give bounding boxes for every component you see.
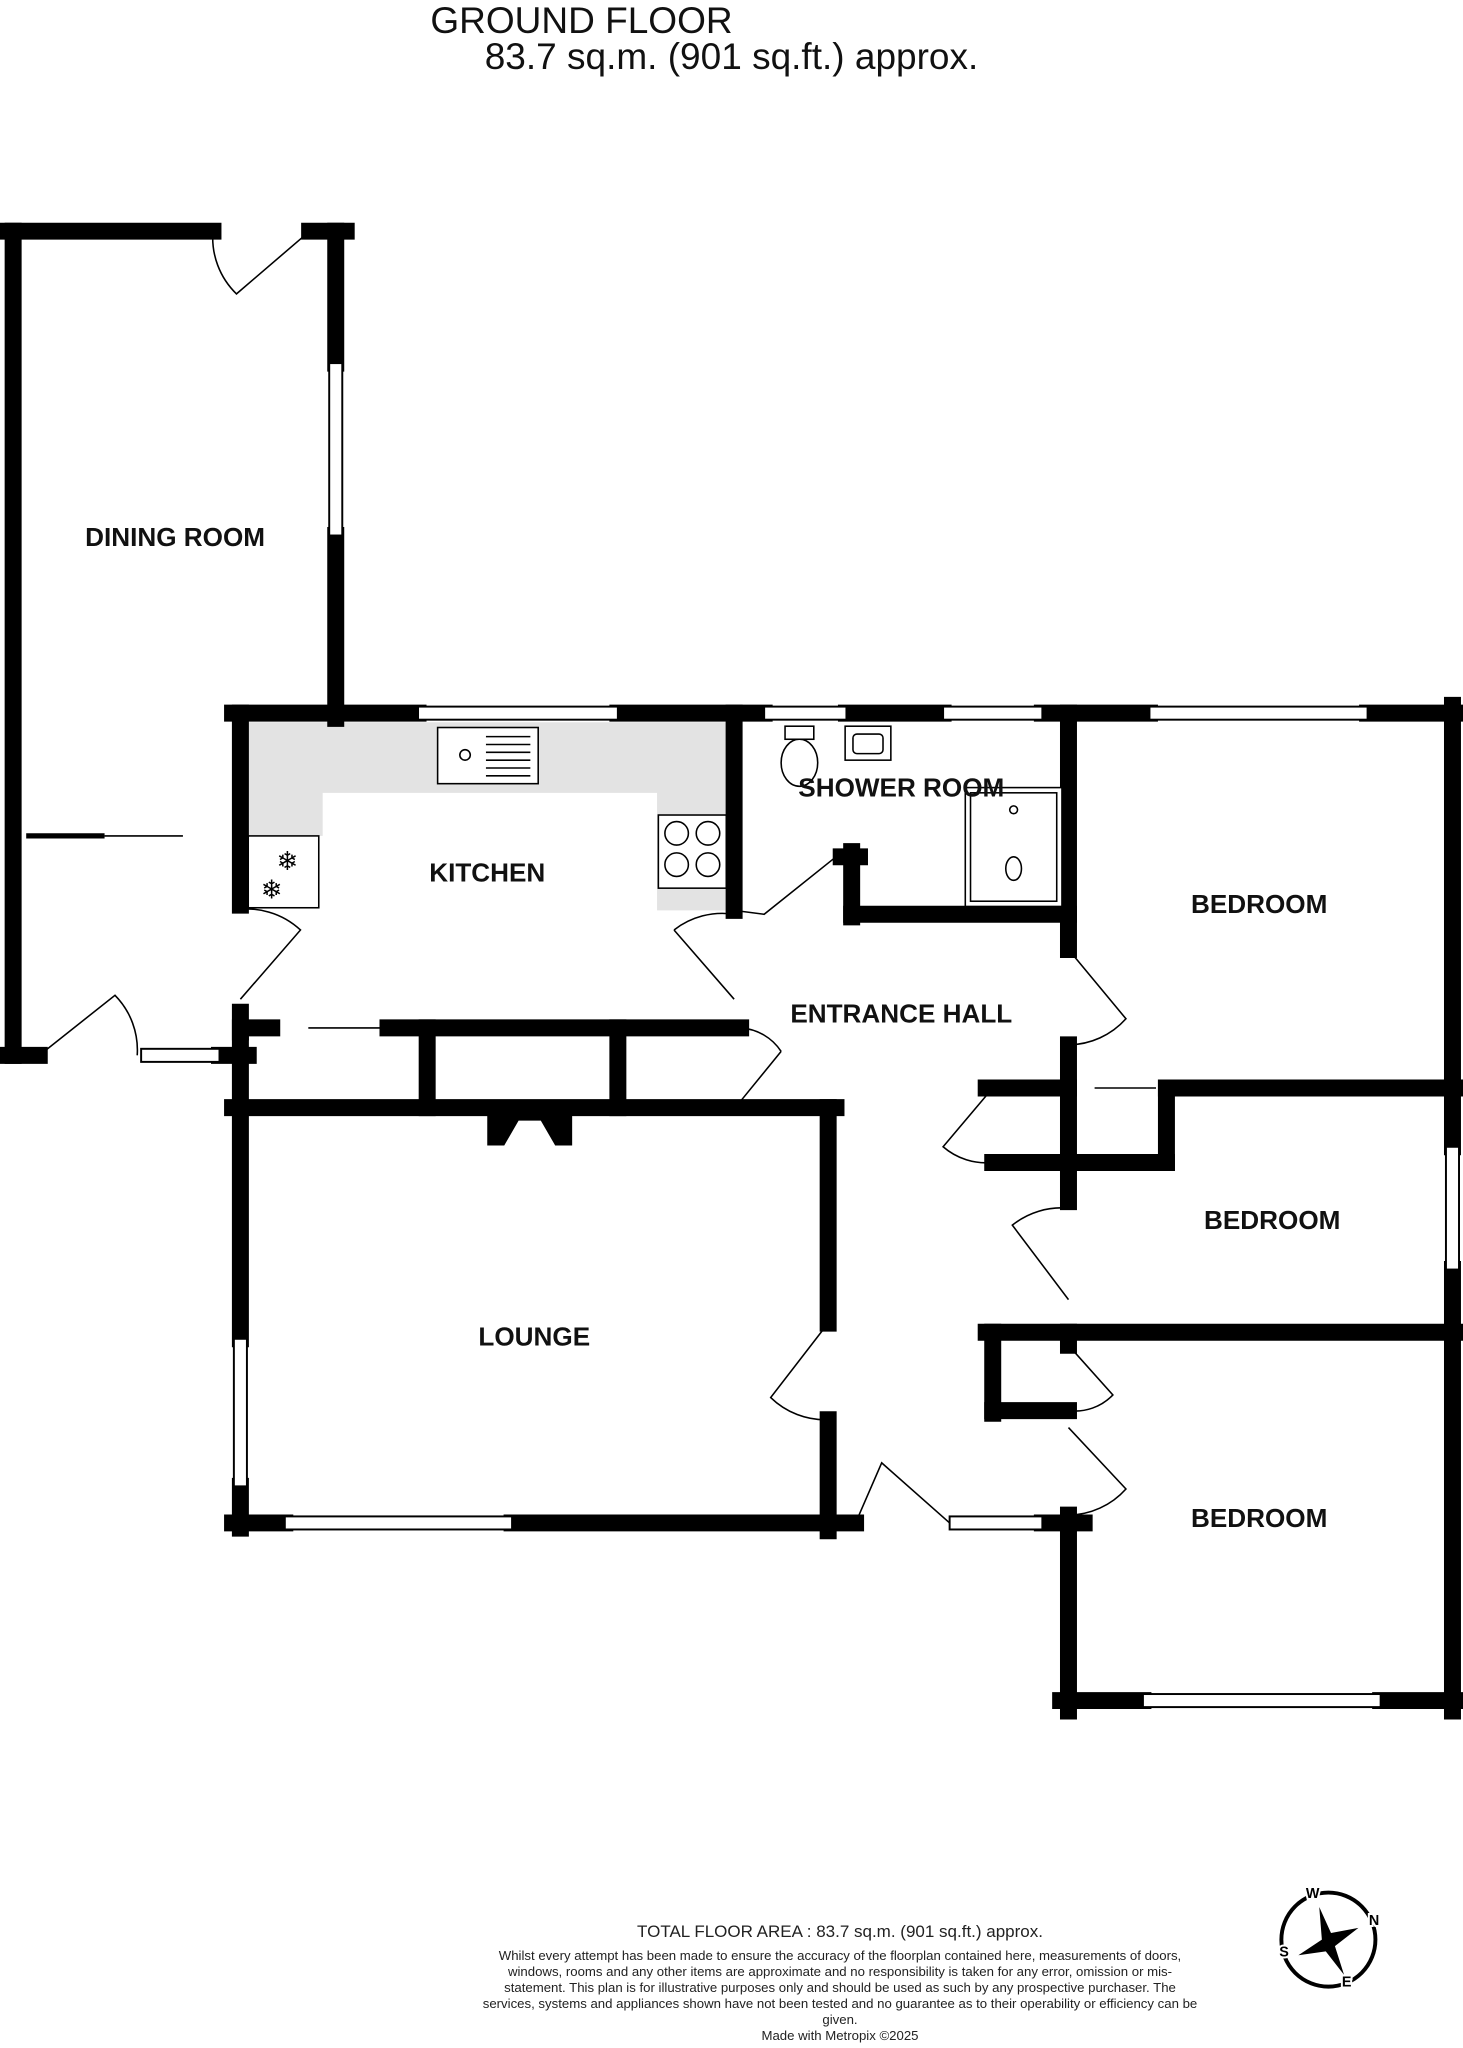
- kitchen-counter: [248, 722, 727, 911]
- svg-text:❄: ❄: [276, 846, 298, 876]
- room-label-dining: DINING ROOM: [85, 522, 265, 552]
- compass-s: S: [1279, 1945, 1289, 1961]
- room-label-kitchen: KITCHEN: [429, 858, 545, 888]
- footer: TOTAL FLOOR AREA : 83.7 sq.m. (901 sq.ft…: [480, 1922, 1200, 2043]
- sink-icon: [436, 726, 539, 785]
- room-label-bedroom-2: BEDROOM: [1204, 1205, 1340, 1235]
- doors: [26, 230, 1156, 1524]
- floor-area: 83.7 sq.m. (901 sq.ft.) approx.: [484, 36, 979, 77]
- room-label-lounge: LOUNGE: [478, 1321, 590, 1351]
- room-label-bedroom-3: BEDROOM: [1191, 1503, 1327, 1533]
- compass-e: E: [1342, 1975, 1352, 1991]
- total-floor-area: TOTAL FLOOR AREA : 83.7 sq.m. (901 sq.ft…: [637, 1922, 1043, 1941]
- fridge-freezer-icon: ❄ ❄: [247, 835, 320, 909]
- shower-icon: [964, 786, 1063, 908]
- floor-title: GROUND FLOOR: [430, 0, 733, 41]
- basin-icon: [844, 725, 892, 761]
- walls: [0, 222, 1463, 1720]
- compass-icon: N E S W: [1277, 1884, 1381, 1993]
- svg-text:❄: ❄: [261, 875, 283, 905]
- room-label-bedroom-1: BEDROOM: [1191, 889, 1327, 919]
- fireplace-icon: [487, 1115, 573, 1146]
- compass-n: N: [1369, 1913, 1379, 1929]
- hob-icon: [657, 814, 728, 889]
- windows: [140, 362, 1460, 1709]
- room-label-shower: SHOWER ROOM: [798, 773, 1004, 803]
- room-label-entrance-hall: ENTRANCE HALL: [790, 999, 1012, 1029]
- compass-w: W: [1306, 1886, 1320, 1902]
- toilet-icon: [780, 725, 819, 788]
- disclaimer: Whilst every attempt has been made to en…: [482, 1948, 1198, 2027]
- made-with: Made with Metropix ©2025: [761, 2028, 919, 2043]
